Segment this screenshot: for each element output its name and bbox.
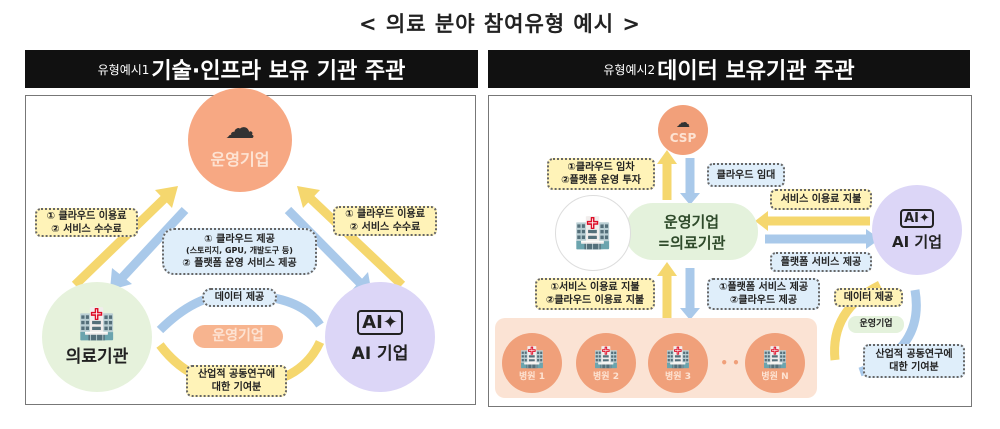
hospital-label: 병원 N (761, 371, 789, 382)
contrib-2: 대한 기여분 (211, 382, 262, 393)
give-2: ②클라우드 제공 (729, 295, 798, 306)
medical-label: 의료기관 (65, 347, 129, 367)
right-fee-box: ① 클라우드 이용료 ② 서비스 수수료 (333, 206, 437, 236)
left-header-sup: 유형예시1 (97, 62, 150, 77)
hospital-icon: 🏥 (593, 344, 619, 369)
ai-label: AI 기업 (351, 344, 409, 364)
cloud-icon: ☁ (676, 115, 690, 131)
operator-label: 운영기업 (210, 149, 270, 169)
give-1: ①플랫폼 서비스 제공 (718, 282, 809, 293)
data-provide-box: 데이터 제공 (834, 288, 903, 307)
fee-1: ① 클라우드 이용료 (46, 210, 127, 222)
main-node: 운영기업 =의료기관 (625, 203, 758, 260)
ai-node: AI✦ AI 기업 (325, 282, 435, 392)
hospital-icon: 🏥 (665, 344, 691, 369)
operator-pill: 운영기업 (848, 316, 904, 333)
fee-2: ② 서비스 수수료 (349, 222, 421, 233)
medical-node: 🏥 의료기관 (42, 282, 152, 392)
lease-1: ①클라우드 임차 (567, 162, 635, 173)
ai-label: AI 기업 (891, 232, 942, 251)
lease-in-box: ①클라우드 임차 ②플랫폼 운영 투자 (547, 158, 655, 190)
hospital-label: 병원 1 (519, 371, 545, 382)
fee-1: ① 클라우드 이용료 (345, 209, 425, 220)
center-1: ① 클라우드 제공 (204, 234, 275, 246)
center-3: ② 플랫폼 운영 서비스 제공 (182, 257, 297, 269)
lease-2: ②플랫폼 운영 투자 (561, 175, 641, 186)
ai-icon: AI✦ (900, 208, 934, 228)
hospital-circle: 🏥 (555, 195, 631, 271)
hospital-label: 병원 2 (593, 371, 619, 382)
main-1: 운영기업 (663, 212, 720, 231)
hospital-label: 병원 3 (665, 371, 691, 382)
data-provide-box: 데이터 제공 (202, 288, 277, 307)
pay-1: ①서비스 이용료 지불 (550, 282, 640, 293)
page-title: < 의료 분야 참여유형 예시 > (359, 12, 641, 36)
operator-pill: 운영기업 (193, 325, 283, 348)
service-pay-box: 서비스 이용료 지불 (770, 189, 872, 210)
lease-out-box: 클라우드 임대 (707, 163, 785, 187)
platform-box: 플랫폼 서비스 제공 (770, 252, 872, 272)
hospital-icon: 🏥 (78, 307, 116, 342)
hosp-pay-box: ①서비스 이용료 지불 ②클라우드 이용료 지불 (535, 278, 655, 310)
hospital-n: 🏥 병원 N (745, 333, 805, 393)
csp-node: ☁ CSP (658, 105, 708, 155)
fee-2: ② 서비스 수수료 (51, 223, 122, 235)
hospital-3: 🏥 병원 3 (648, 333, 708, 393)
ai-node: AI✦ AI 기업 (872, 185, 962, 275)
hospital-1: 🏥 병원 1 (502, 333, 562, 393)
hospital-icon: 🏥 (762, 344, 788, 369)
cloud-icon: ☁ (225, 110, 255, 146)
pay-2: ②클라우드 이용료 지불 (545, 295, 645, 306)
hospital-2: 🏥 병원 2 (576, 333, 636, 393)
contrib-1: 산업적 공동연구에 (197, 369, 276, 380)
contrib-2: 대한 기여분 (889, 362, 939, 373)
ai-icon: AI✦ (357, 310, 403, 335)
hospital-icon: 🏥 (519, 344, 545, 369)
ellipsis: • • • (720, 356, 752, 370)
hospital-icon: 🏥 (574, 215, 612, 251)
right-header-sup: 유형예시2 (603, 62, 656, 77)
center-2: (스토리지, GPU, 개발도구 등) (186, 246, 293, 256)
cloud-provide-box: ① 클라우드 제공(스토리지, GPU, 개발도구 등)② 플랫폼 운영 서비스… (162, 228, 317, 275)
contrib-1: 산업적 공동연구에 (875, 349, 953, 360)
left-header-text: 기술·인프라 보유 기관 주관 (151, 59, 406, 84)
operator-node: ☁ 운영기업 (188, 88, 292, 192)
right-header-text: 데이터 보유기관 주관 (657, 59, 855, 84)
csp-label: CSP (669, 131, 697, 145)
hosp-give-box: ①플랫폼 서비스 제공 ②클라우드 제공 (707, 278, 820, 310)
main-2: =의료기관 (657, 233, 726, 252)
